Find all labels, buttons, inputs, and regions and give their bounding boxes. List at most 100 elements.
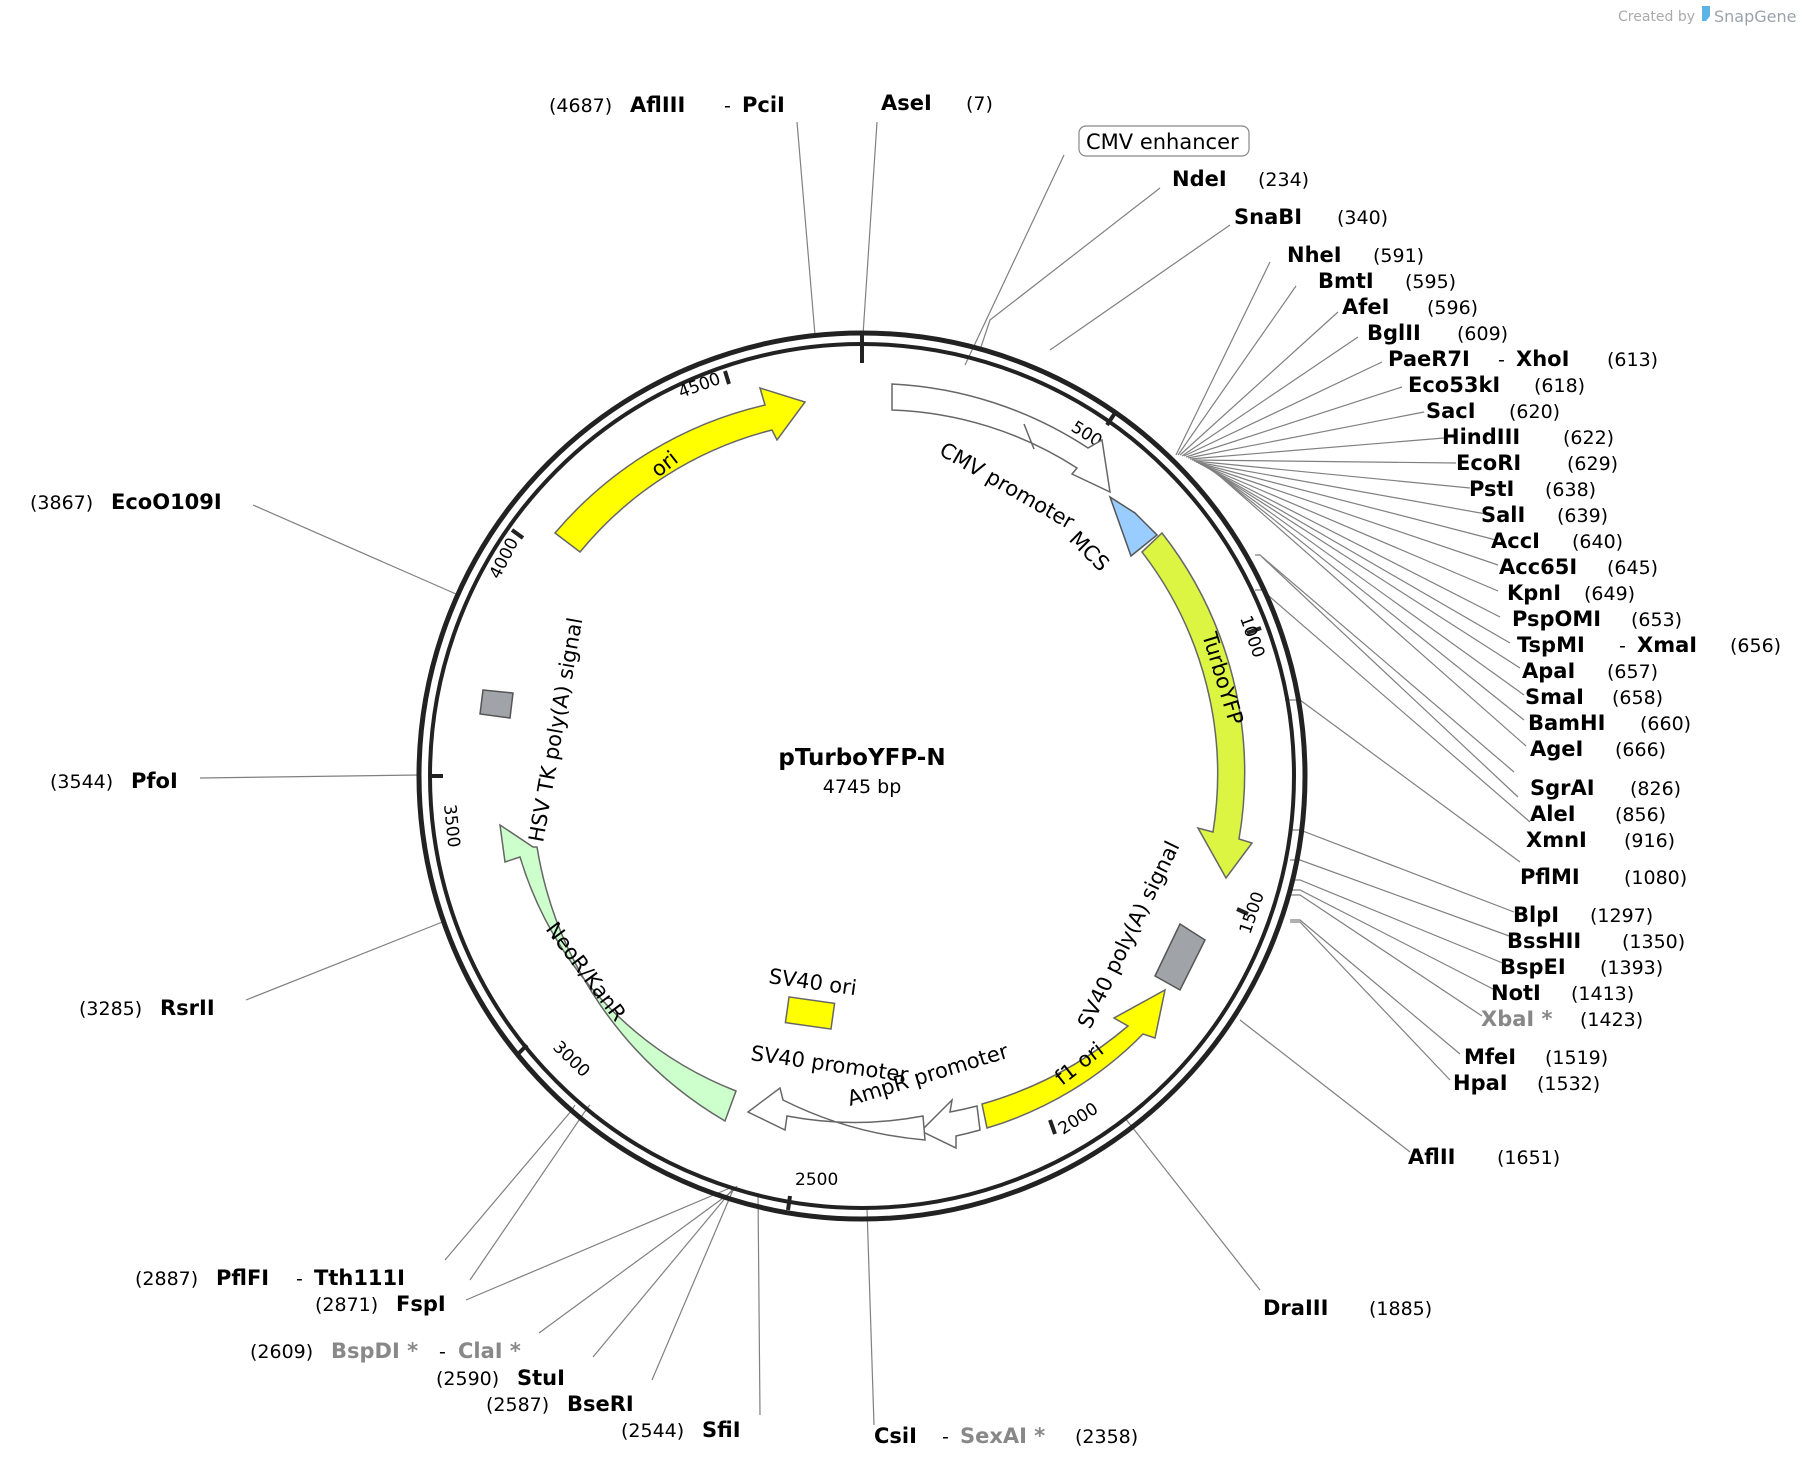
- svg-text:-: -: [296, 1268, 303, 1290]
- site-ecori[interactable]: EcoRI (629): [1456, 451, 1618, 475]
- site-nhei[interactable]: NheI (591): [1287, 243, 1424, 267]
- site-bmti[interactable]: BmtI (595): [1318, 269, 1456, 293]
- site-bsshii[interactable]: BssHII (1350): [1507, 929, 1685, 953]
- site-noti[interactable]: NotI (1413): [1491, 981, 1634, 1005]
- svg-text:PfoI: PfoI: [131, 769, 178, 793]
- site-draiii[interactable]: DraIII (1885): [1263, 1296, 1432, 1320]
- site-afliii-pcii[interactable]: (4687) AflIII - PciI: [549, 93, 785, 117]
- site-ndei[interactable]: NdeI (234): [1172, 167, 1309, 191]
- site-hindiii[interactable]: HindIII (622): [1442, 425, 1614, 449]
- site-saci[interactable]: SacI (620): [1426, 399, 1560, 423]
- svg-text:PaeR7I: PaeR7I: [1388, 347, 1470, 371]
- svg-text:BspEI: BspEI: [1500, 955, 1566, 979]
- site-smai[interactable]: SmaI (658): [1525, 685, 1663, 709]
- svg-text:BmtI: BmtI: [1318, 269, 1374, 293]
- svg-text:XmnI: XmnI: [1526, 828, 1587, 852]
- neor-kanr-label: NeoR/KanR: [541, 918, 631, 1026]
- ampr-promoter-arrow[interactable]: [919, 1097, 981, 1150]
- site-afei[interactable]: AfeI (596): [1342, 295, 1478, 319]
- site-kpni[interactable]: KpnI (649): [1507, 581, 1635, 605]
- site-sgrai[interactable]: SgrAI (826): [1530, 776, 1681, 800]
- svg-text:(4687): (4687): [549, 95, 612, 117]
- svg-text:PstI: PstI: [1469, 477, 1514, 501]
- site-eco53ki[interactable]: Eco53kI (618): [1408, 373, 1585, 397]
- site-acci[interactable]: AccI (640): [1491, 529, 1623, 553]
- site-blpi[interactable]: BlpI (1297): [1513, 903, 1653, 927]
- site-bspdi-clai[interactable]: (2609) BspDI * - ClaI *: [250, 1339, 521, 1363]
- site-ecoo109i[interactable]: (3867) EcoO109I: [30, 490, 222, 514]
- svg-text:(3544): (3544): [50, 771, 113, 793]
- site-rsrii[interactable]: (3285) RsrII: [79, 996, 215, 1020]
- cmv-promoter-arrow[interactable]: [891, 383, 1111, 494]
- site-agei[interactable]: AgeI (666): [1530, 737, 1666, 761]
- svg-text:(660): (660): [1640, 713, 1691, 735]
- svg-text:AleI: AleI: [1530, 802, 1576, 826]
- plasmid-name: pTurboYFP-N: [778, 745, 945, 771]
- neor-kanr-arrow[interactable]: [499, 823, 737, 1123]
- site-pflmi[interactable]: PflMI (1080): [1520, 865, 1687, 889]
- svg-text:(1651): (1651): [1497, 1147, 1560, 1169]
- site-paer7i-xhoi[interactable]: PaeR7I - XhoI (613): [1388, 347, 1658, 371]
- svg-text:(2871): (2871): [315, 1294, 378, 1316]
- svg-text:TspMI: TspMI: [1517, 633, 1585, 657]
- svg-text:(340): (340): [1337, 207, 1388, 229]
- plasmid-length: 4745 bp: [823, 776, 902, 798]
- site-hpai[interactable]: HpaI (1532): [1453, 1071, 1600, 1095]
- svg-text:SmaI: SmaI: [1525, 685, 1584, 709]
- site-apai[interactable]: ApaI (657): [1522, 659, 1658, 683]
- svg-text:XhoI: XhoI: [1516, 347, 1569, 371]
- svg-text:(620): (620): [1509, 401, 1560, 423]
- svg-text:-: -: [724, 95, 731, 117]
- svg-text:(2587): (2587): [486, 1394, 549, 1416]
- site-xmni[interactable]: XmnI (916): [1526, 828, 1675, 852]
- svg-text:(595): (595): [1405, 271, 1456, 293]
- svg-text:(1393): (1393): [1600, 957, 1663, 979]
- site-bamhi[interactable]: BamHI (660): [1528, 711, 1691, 735]
- ori-arrow[interactable]: [553, 386, 807, 554]
- site-mfei[interactable]: MfeI (1519): [1464, 1045, 1608, 1069]
- svg-text:HpaI: HpaI: [1453, 1071, 1508, 1095]
- f1-ori-arrow[interactable]: [981, 988, 1167, 1129]
- hsv-tk-polya-box[interactable]: [479, 689, 514, 719]
- site-pflfi-tth111i[interactable]: (2887) PflFI - Tth111I: [135, 1266, 405, 1290]
- tick-label-4000: 4000: [486, 535, 523, 583]
- site-pfoi[interactable]: (3544) PfoI: [50, 769, 178, 793]
- site-snabi[interactable]: SnaBI (340): [1234, 205, 1388, 229]
- svg-text:BlpI: BlpI: [1513, 903, 1559, 927]
- svg-text:AfeI: AfeI: [1342, 295, 1389, 319]
- svg-text:(3285): (3285): [79, 998, 142, 1020]
- site-csii-sexai[interactable]: CsiI - SexAI * (2358): [874, 1424, 1138, 1448]
- svg-text:StuI: StuI: [517, 1366, 565, 1390]
- site-xbai[interactable]: XbaI * (1423): [1481, 1007, 1643, 1031]
- svg-text:NheI: NheI: [1287, 243, 1342, 267]
- site-bglii[interactable]: BglII (609): [1367, 321, 1508, 345]
- site-bspei[interactable]: BspEI (1393): [1500, 955, 1663, 979]
- sv40-ori-box[interactable]: [784, 996, 836, 1030]
- svg-text:SacI: SacI: [1426, 399, 1476, 423]
- site-tspmi-xmai[interactable]: TspMI - XmaI (656): [1517, 633, 1781, 657]
- site-acc65i[interactable]: Acc65I (645): [1499, 555, 1658, 579]
- site-alei[interactable]: AleI (856): [1530, 802, 1666, 826]
- site-bseri[interactable]: (2587) BseRI: [486, 1392, 634, 1416]
- site-fspi[interactable]: (2871) FspI: [315, 1292, 446, 1316]
- site-sali[interactable]: SalI (639): [1481, 503, 1608, 527]
- site-aflii[interactable]: AflII (1651): [1408, 1145, 1560, 1169]
- svg-text:(234): (234): [1258, 169, 1309, 191]
- sv40-polya-box[interactable]: [1154, 922, 1206, 992]
- sv40-promoter-arrow[interactable]: [746, 1086, 926, 1141]
- svg-text:FspI: FspI: [396, 1292, 446, 1316]
- site-psti[interactable]: PstI (638): [1469, 477, 1596, 501]
- svg-text:(666): (666): [1615, 739, 1666, 761]
- svg-text:(656): (656): [1730, 635, 1781, 657]
- svg-text:RsrII: RsrII: [160, 996, 215, 1020]
- svg-text:(1423): (1423): [1580, 1009, 1643, 1031]
- svg-text:PflMI: PflMI: [1520, 865, 1580, 889]
- site-sfii[interactable]: (2544) SfiI: [621, 1418, 741, 1442]
- turboyfp-arrow[interactable]: [1140, 531, 1254, 880]
- mcs-box[interactable]: [1108, 495, 1159, 558]
- tick-label-3500: 3500: [439, 803, 463, 848]
- site-psppomi[interactable]: PspOMI (653): [1512, 607, 1682, 631]
- site-stui[interactable]: (2590) StuI: [436, 1366, 565, 1390]
- svg-text:PflFI: PflFI: [216, 1266, 269, 1290]
- site-asei[interactable]: AseI (7): [881, 91, 993, 115]
